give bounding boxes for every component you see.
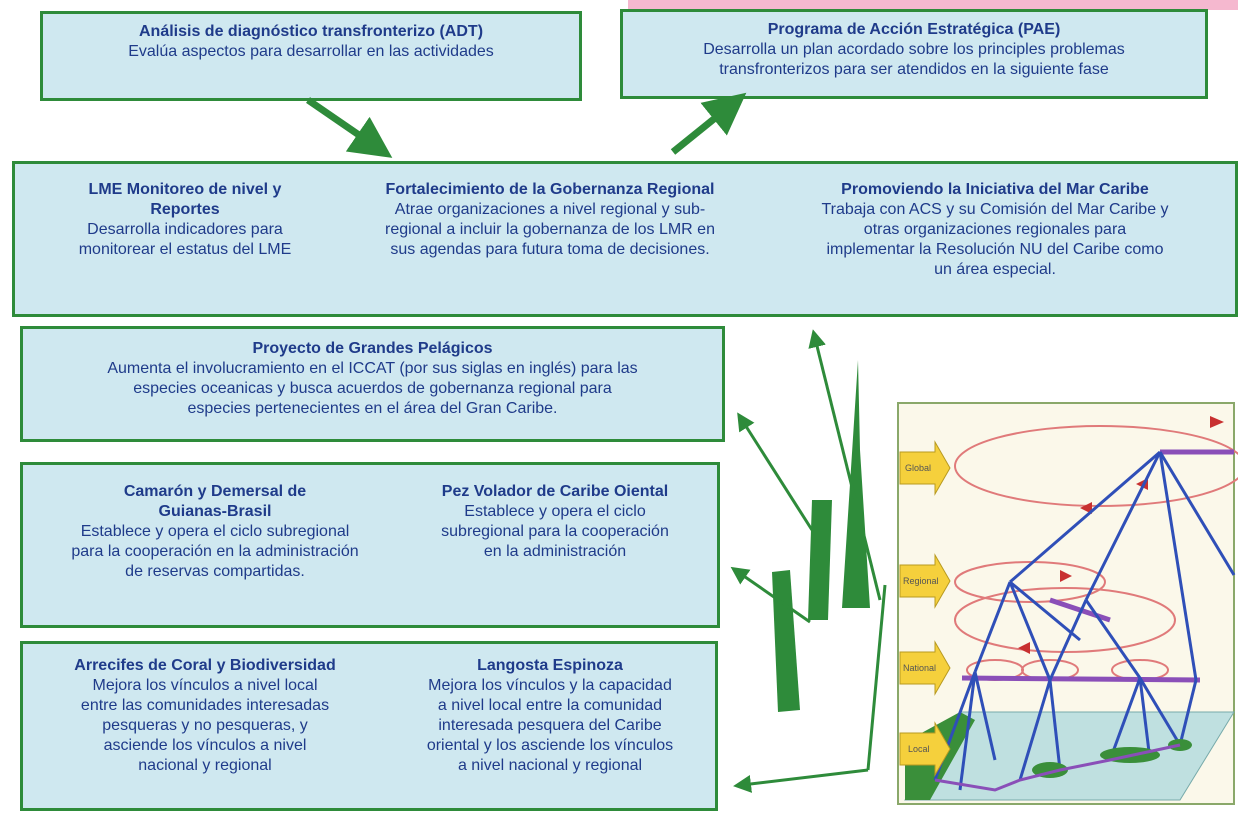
- pelagicos-box: [20, 326, 725, 442]
- pelagicos-text: Proyecto de Grandes Pelágicos Aumenta el…: [20, 339, 725, 419]
- subregional-box: [20, 462, 720, 628]
- arrow-to-pelagicos: [737, 412, 814, 531]
- regional-loop-2: [954, 587, 1176, 653]
- wedge-small: [772, 570, 800, 712]
- gobernanza-text: Fortalecimiento de la Gobernanza Regiona…: [340, 180, 760, 260]
- arrecifes-body: Mejora los vínculos a nivel local entre …: [80, 677, 330, 774]
- arrow-regional-to-pae: [670, 92, 747, 155]
- lme-monitoreo-body: Desarrolla indicadores para monitorear e…: [78, 221, 292, 258]
- pae-text: Programa de Acción Estratégica (PAE) Des…: [620, 20, 1208, 80]
- global-loop: [954, 425, 1238, 507]
- camaron-text: Camarón y Demersal de Guianas-Brasil Est…: [30, 482, 400, 582]
- tier-arrow-national: [899, 640, 951, 696]
- arrow-to-local: [866, 584, 887, 771]
- pez-volador-title: Pez Volador de Caribe Oiental: [441, 483, 669, 500]
- top-edge-strip: [628, 0, 1238, 10]
- lme-monitoreo-text: LME Monitoreo de nivel y Reportes Desarr…: [20, 180, 350, 260]
- pae-title: Programa de Acción Estratégica (PAE): [767, 21, 1061, 38]
- tier-label-local: Local: [908, 744, 930, 754]
- pae-body: Desarrolla un plan acordado sobre los pr…: [703, 41, 1125, 78]
- arrecifes-text: Arrecifes de Coral y Biodiversidad Mejor…: [25, 656, 385, 776]
- camaron-title: Camarón y Demersal de Guianas-Brasil: [123, 483, 307, 520]
- mar-caribe-body: Trabaja con ACS y su Comisión del Mar Ca…: [821, 201, 1169, 278]
- mar-caribe-title: Promoviendo la Iniciativa del Mar Caribe: [841, 181, 1149, 198]
- tier-label-global: Global: [905, 463, 931, 473]
- tier-arrow-regional: [899, 553, 951, 609]
- regional-box: [12, 161, 1238, 317]
- national-bar: [961, 675, 1201, 683]
- loop-arrowhead-1: [1210, 416, 1224, 428]
- pez-volador-body: Establece y opera el ciclo subregional p…: [441, 503, 669, 560]
- tier-label-regional: Regional: [903, 576, 939, 586]
- tier-arrows: [899, 440, 951, 777]
- regional-loop-1: [954, 561, 1106, 603]
- langosta-text: Langosta Espinoza Mejora los vínculos y …: [380, 656, 720, 776]
- loop-arrowhead-4: [1060, 570, 1072, 582]
- arrow-adt-to-regional: [306, 97, 393, 158]
- pez-volador-text: Pez Volador de Caribe Oiental Establece …: [395, 482, 715, 562]
- local-box: [20, 641, 718, 811]
- gobernanza-body: Atrae organizaciones a nivel regional y …: [385, 201, 715, 258]
- tier-label-national: National: [903, 663, 936, 673]
- tier-arrow-local: [899, 721, 951, 777]
- pelagicos-body: Aumenta el involucramiento en el ICCAT (…: [107, 360, 638, 417]
- arrow-to-subregional: [730, 566, 811, 624]
- pae-box: [620, 9, 1208, 99]
- arrow-to-local-tail: [733, 768, 869, 793]
- arrow-to-regional: [808, 329, 882, 601]
- adt-title: Análisis de diagnóstico transfronterizo …: [138, 23, 484, 40]
- mar-caribe-text: Promoviendo la Iniciativa del Mar Caribe…: [760, 180, 1230, 280]
- loop-arrowhead-3: [1080, 502, 1092, 514]
- camaron-body: Establece y opera el ciclo subregional p…: [71, 523, 359, 580]
- adt-body: Evalúa aspectos para desarrollar en las …: [128, 43, 494, 60]
- local-link-path: [934, 743, 1181, 792]
- lme-monitoreo-title: LME Monitoreo de nivel y Reportes: [88, 181, 282, 218]
- wedge-medium: [808, 500, 832, 620]
- adt-text: Análisis de diagnóstico transfronterizo …: [40, 22, 582, 62]
- arrecifes-title: Arrecifes de Coral y Biodiversidad: [74, 657, 336, 674]
- gobernanza-title: Fortalecimiento de la Gobernanza Regiona…: [385, 181, 715, 198]
- loop-arrowhead-5: [1018, 642, 1030, 654]
- wedge-large: [842, 360, 870, 608]
- pelagicos-title: Proyecto de Grandes Pelágicos: [252, 340, 493, 357]
- langosta-title: Langosta Espinoza: [477, 657, 623, 674]
- langosta-body: Mejora los vínculos y la capacidad a niv…: [426, 677, 674, 774]
- tier-arrow-global: [899, 440, 951, 496]
